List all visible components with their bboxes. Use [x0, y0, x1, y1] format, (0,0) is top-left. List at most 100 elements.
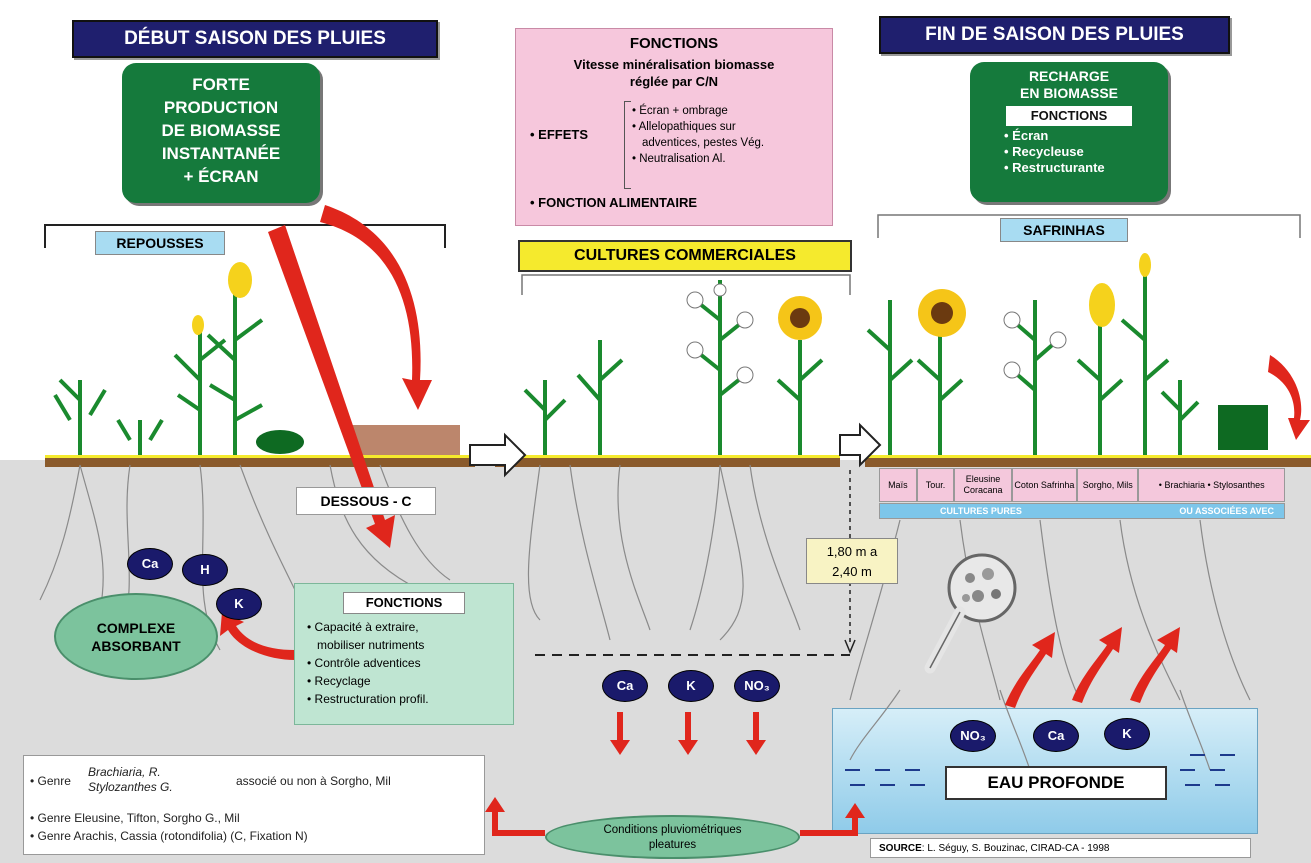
plants-center	[525, 280, 822, 455]
ion-h-left: H	[182, 554, 228, 586]
ion-k-left: K	[216, 588, 262, 620]
ion-ca-right: Ca	[1033, 720, 1079, 752]
function-item: • Restructuration profil.	[307, 690, 513, 708]
forte-line3: DE BIOMASSE	[122, 119, 320, 142]
forte-production-box: FORTE PRODUCTION DE BIOMASSE INSTANTANÉE…	[122, 63, 320, 203]
ion-ca-center: Ca	[602, 670, 648, 702]
source-label: SOURCE	[879, 843, 922, 854]
effects-bracket	[624, 101, 631, 189]
fonction-alimentaire: • FONCTION ALIMENTAIRE	[530, 195, 697, 210]
header-debut-saison: DÉBUT SAISON DES PLUIES	[72, 20, 438, 58]
genre-line1: • Genre	[30, 774, 71, 788]
red-arrow-bottom-left	[485, 797, 545, 836]
recharge-biomasse-box: RECHARGE EN BIOMASSE FONCTIONS • Écran •…	[970, 62, 1168, 202]
genre-line3: • Genre Arachis, Cassia (rotondifolia) (…	[30, 829, 308, 843]
genre-notes: • Genre Brachiaria, R. Stylozanthes G. a…	[23, 755, 485, 855]
species-table: Maïs Tour. Eleusine Coracana Coton Safri…	[879, 468, 1285, 502]
ion-ca-left: Ca	[127, 548, 173, 580]
recharge-item: • Écran	[1004, 128, 1168, 144]
complexe-absorbant: COMPLEXE ABSORBANT	[54, 593, 218, 680]
plants-left	[55, 290, 262, 455]
magnifier-icon	[930, 555, 1015, 668]
recharge-item: • Restructurante	[1004, 160, 1168, 176]
red-arrow-right-edge	[1268, 355, 1310, 440]
bracket-cultures	[522, 275, 850, 295]
red-arrow-bottom-right	[800, 803, 865, 836]
transition-arrow-1	[470, 435, 525, 475]
function-item: • Recyclage	[307, 672, 513, 690]
effects-label: • EFFETS	[530, 127, 588, 142]
corn-cob-left	[228, 262, 252, 298]
genre1-bracket-2: Stylozanthes G.	[88, 780, 173, 795]
depth-label: 1,80 m a 2,40 m	[806, 538, 898, 584]
functions-bottom-box: FONCTIONS • Capacité à extraire, mobilis…	[294, 583, 514, 725]
dessous-c-label: DESSOUS - C	[296, 487, 436, 515]
header-fin-saison: FIN DE SAISON DES PLUIES	[879, 16, 1230, 54]
conditions-line2: pleatures	[547, 838, 798, 853]
shrub-left	[256, 430, 304, 454]
species-cell: • Brachiaria • Stylosanthes	[1138, 468, 1285, 502]
function-item: • Capacité à extraire,	[307, 618, 513, 636]
functions-bottom-title: FONCTIONS	[343, 592, 465, 614]
species-cell: Sorgho, Mils	[1077, 468, 1138, 502]
functions-top-box: FONCTIONS Vitesse minéralisation biomass…	[515, 28, 833, 226]
function-item: • Contrôle adventices	[307, 654, 513, 672]
species-cell: Coton Safrinha	[1012, 468, 1077, 502]
genre-line2: • Genre Eleusine, Tifton, Sorgho G., Mil	[30, 811, 240, 825]
ion-k-center: K	[668, 670, 714, 702]
recharge-items: • Écran • Recycleuse • Restructurante	[970, 128, 1168, 176]
recharge-functions-label: FONCTIONS	[1006, 106, 1132, 126]
functions-top-line2: réglée par C/N	[516, 74, 832, 89]
mulch-left	[350, 425, 460, 455]
effects-list: • Écran + ombrage • Allelopathiques sur …	[632, 103, 764, 167]
repousses-tag: REPOUSSES	[95, 231, 225, 255]
source-credit: SOURCE: L. Séguy, S. Bouzinac, CIRAD-CA …	[870, 838, 1251, 858]
recharge-line2: EN BIOMASSE	[970, 85, 1168, 102]
shrub-right	[1218, 405, 1268, 450]
conditions-line1: Conditions pluviométriques	[547, 823, 798, 838]
species-cell: Tour.	[917, 468, 955, 502]
species-cell: Eleusine Coracana	[954, 468, 1011, 502]
forte-line1: FORTE	[122, 73, 320, 96]
genre-bracket-text: Brachiaria, R. Stylozanthes G.	[88, 765, 173, 795]
eau-profonde-label: EAU PROFONDE	[945, 766, 1167, 800]
complexe-line1: COMPLEXE	[56, 619, 216, 637]
source-authors: : L. Séguy, S. Bouzinac, CIRAD-CA - 1998	[922, 843, 1110, 854]
effect-item: • Allelopathiques sur	[632, 119, 764, 135]
effect-item: adventices, pestes Vég.	[632, 135, 764, 151]
conditions-pluviometriques: Conditions pluviométriques pleatures	[545, 815, 800, 859]
genre1-bracket-1: Brachiaria, R.	[88, 765, 173, 780]
depth-line2: 2,40 m	[807, 562, 897, 582]
ion-no3-center: NO₃	[734, 670, 780, 702]
recharge-line1: RECHARGE	[970, 68, 1168, 85]
complexe-line2: ABSORBANT	[56, 637, 216, 655]
species-footer: CULTURES PURES OU ASSOCIÉES AVEC	[879, 503, 1285, 519]
safrinhas-tag: SAFRINHAS	[1000, 218, 1128, 242]
cultures-commerciales-tag: CULTURES COMMERCIALES	[518, 240, 852, 272]
plants-right	[868, 270, 1198, 455]
cultures-pures-label: CULTURES PURES	[940, 504, 1022, 518]
forte-line5: + ÉCRAN	[122, 165, 320, 188]
ion-no3-right: NO₃	[950, 720, 996, 752]
function-item: mobiliser nutriments	[307, 636, 513, 654]
forte-line2: PRODUCTION	[122, 96, 320, 119]
genre1-prefix: • Genre	[30, 774, 71, 788]
species-cell: Maïs	[879, 468, 917, 502]
functions-top-line1: Vitesse minéralisation biomasse	[516, 57, 832, 72]
functions-bottom-list: • Capacité à extraire, mobiliser nutrime…	[295, 618, 513, 708]
ion-k-right: K	[1104, 718, 1150, 750]
leaching-arrows	[610, 712, 766, 755]
recharge-item: • Recycleuse	[1004, 144, 1168, 160]
effect-item: • Neutralisation Al.	[632, 151, 764, 167]
genre1-suffix: associé ou non à Sorgho, Mil	[236, 774, 391, 788]
corn-cob-small	[192, 315, 204, 335]
transition-arrow-2	[840, 425, 880, 465]
depth-line1: 1,80 m a	[807, 542, 897, 562]
forte-line4: INSTANTANÉE	[122, 142, 320, 165]
corn-cob-right	[1089, 283, 1115, 327]
associees-label: OU ASSOCIÉES AVEC	[1179, 504, 1274, 518]
effect-item: • Écran + ombrage	[632, 103, 764, 119]
uptake-arrows	[1005, 627, 1180, 708]
functions-top-title: FONCTIONS	[516, 35, 832, 52]
